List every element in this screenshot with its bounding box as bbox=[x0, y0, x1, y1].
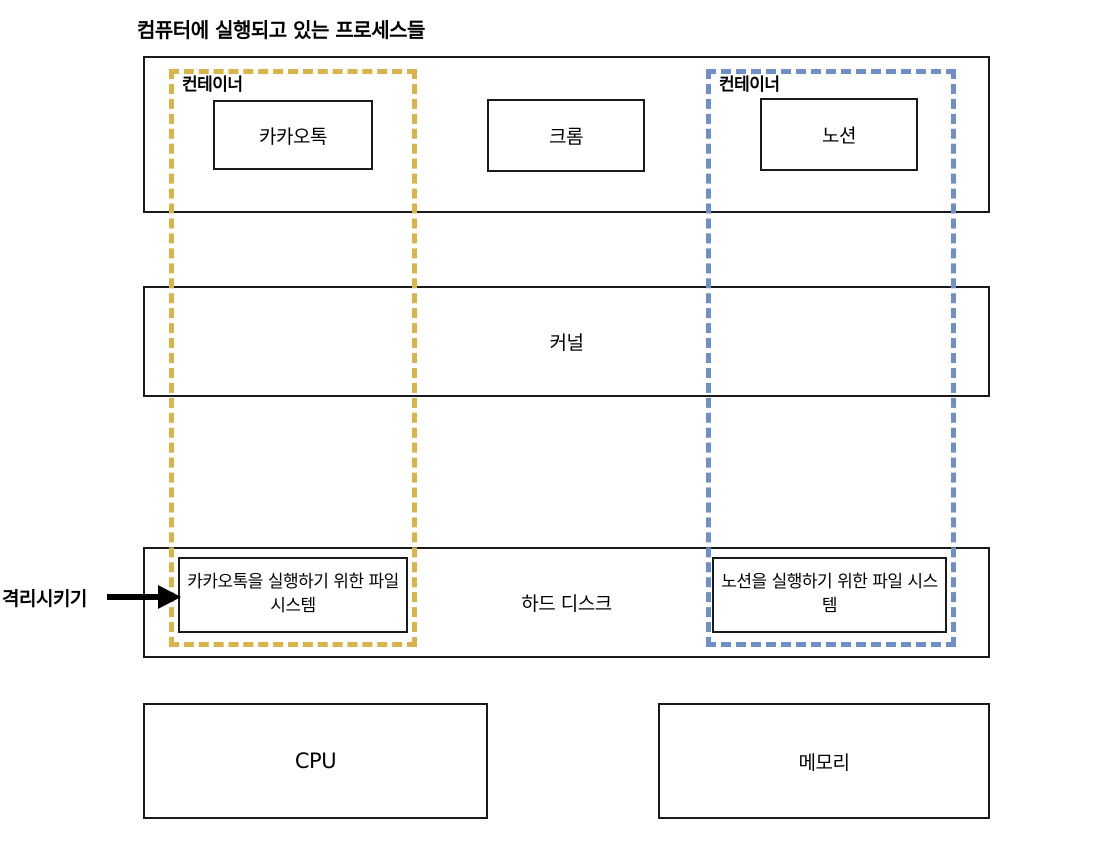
notion-label: 노션 bbox=[822, 125, 856, 147]
kernel-box: 커널 bbox=[143, 286, 990, 397]
processes-box bbox=[143, 56, 990, 213]
isolate-label: 격리시키기 bbox=[2, 588, 87, 610]
memory-label: 메모리 bbox=[798, 751, 850, 774]
notion-filesystem-box: 노션을 실행하기 위한 파일 시스템 bbox=[712, 557, 947, 633]
page-title: 컴퓨터에 실행되고 있는 프로세스들 bbox=[137, 18, 425, 42]
notion-box: 노션 bbox=[760, 98, 918, 171]
kakaotalk-box: 카카오톡 bbox=[213, 100, 373, 170]
container-left-label: 컨테이너 bbox=[179, 75, 246, 96]
cpu-box: CPU bbox=[143, 703, 488, 819]
kakaotalk-label: 카카오톡 bbox=[259, 125, 327, 148]
memory-box: 메모리 bbox=[658, 703, 990, 819]
cpu-label: CPU bbox=[294, 749, 337, 773]
chrome-label: 크롬 bbox=[549, 126, 583, 148]
container-right: 컨테이너 bbox=[706, 69, 956, 647]
chrome-box: 크롬 bbox=[487, 99, 645, 172]
container-left: 컨테이너 bbox=[169, 69, 417, 647]
container-right-label: 컨테이너 bbox=[716, 75, 783, 96]
harddisk-label: 하드 디스크 bbox=[521, 593, 612, 615]
isolate-arrow-icon bbox=[107, 585, 181, 609]
kakaotalk-filesystem-box: 카카오톡을 실행하기 위한 파일 시스템 bbox=[178, 557, 408, 633]
kernel-label: 커널 bbox=[549, 332, 584, 354]
